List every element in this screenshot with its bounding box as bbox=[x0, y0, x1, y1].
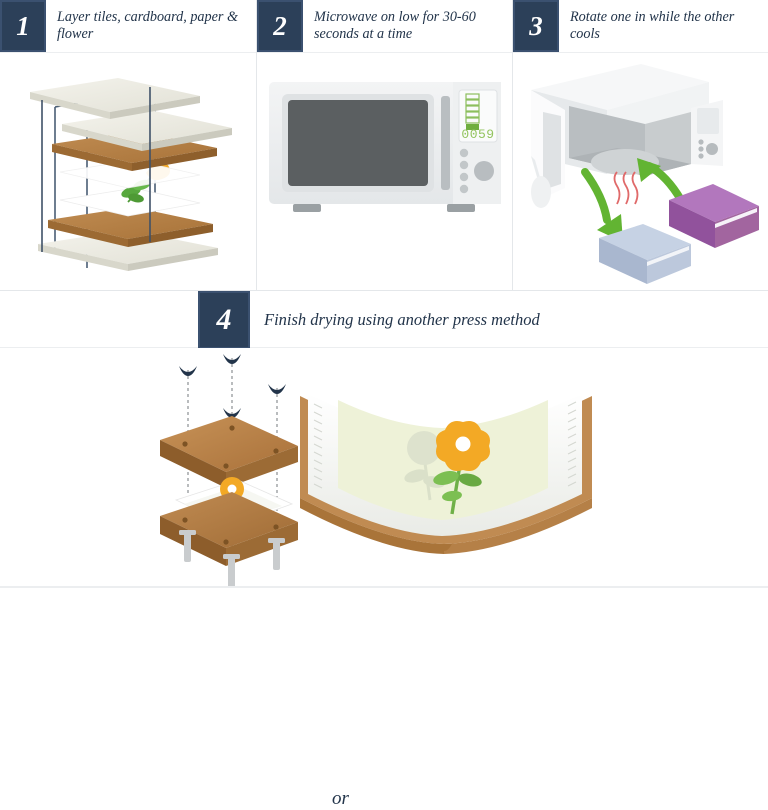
bolt-icon bbox=[179, 530, 285, 588]
step-4-illustrations: or bbox=[0, 348, 768, 809]
step-3-text: Rotate one in while the other cools bbox=[570, 8, 735, 42]
step-4-header-band: 4 Finish drying using another press meth… bbox=[0, 290, 768, 349]
step-1-number-badge: 1 bbox=[0, 0, 46, 52]
step-3-header: 3 Rotate one in while the other cools bbox=[513, 0, 768, 53]
steps-row-top: 1 Layer tiles, cardboard, paper & flower bbox=[0, 0, 768, 290]
step-2-text: Microwave on low for 30-60 seconds at a … bbox=[314, 8, 476, 42]
step-3-illustration bbox=[513, 52, 768, 290]
step-4-number-badge: 4 bbox=[198, 291, 250, 349]
arrow-out-icon bbox=[581, 168, 623, 242]
or-label: or bbox=[332, 788, 349, 809]
step-2-illustration: 0059 bbox=[257, 52, 513, 290]
book-purple bbox=[669, 184, 759, 248]
step-panel-3: 3 Rotate one in while the other cools bbox=[512, 0, 768, 290]
step-panel-1: 1 Layer tiles, cardboard, paper & flower bbox=[0, 0, 256, 290]
step-2-header: 2 Microwave on low for 30-60 seconds at … bbox=[257, 0, 512, 53]
step-3-number-badge: 3 bbox=[513, 0, 559, 52]
step-1-header: 1 Layer tiles, cardboard, paper & flower bbox=[0, 0, 256, 53]
microwave-display-value: 0059 bbox=[461, 127, 494, 142]
arrow-in-icon bbox=[637, 158, 685, 204]
heat-lines-icon bbox=[613, 171, 639, 205]
step-2-number-badge: 2 bbox=[257, 0, 303, 52]
step-1-text: Layer tiles, cardboard, paper & flower bbox=[57, 8, 239, 42]
wing-nut-icon bbox=[179, 354, 286, 418]
book-blue bbox=[599, 224, 691, 284]
flower-press-illustration bbox=[160, 354, 298, 588]
step-panel-2: 2 Microwave on low for 30-60 seconds at … bbox=[256, 0, 512, 290]
step-1-illustration bbox=[0, 52, 256, 290]
step-4-text: Finish drying using another press method bbox=[264, 309, 540, 329]
open-book-illustration bbox=[300, 394, 592, 554]
microwave-display bbox=[453, 74, 501, 140]
book-flower-icon bbox=[433, 421, 490, 515]
